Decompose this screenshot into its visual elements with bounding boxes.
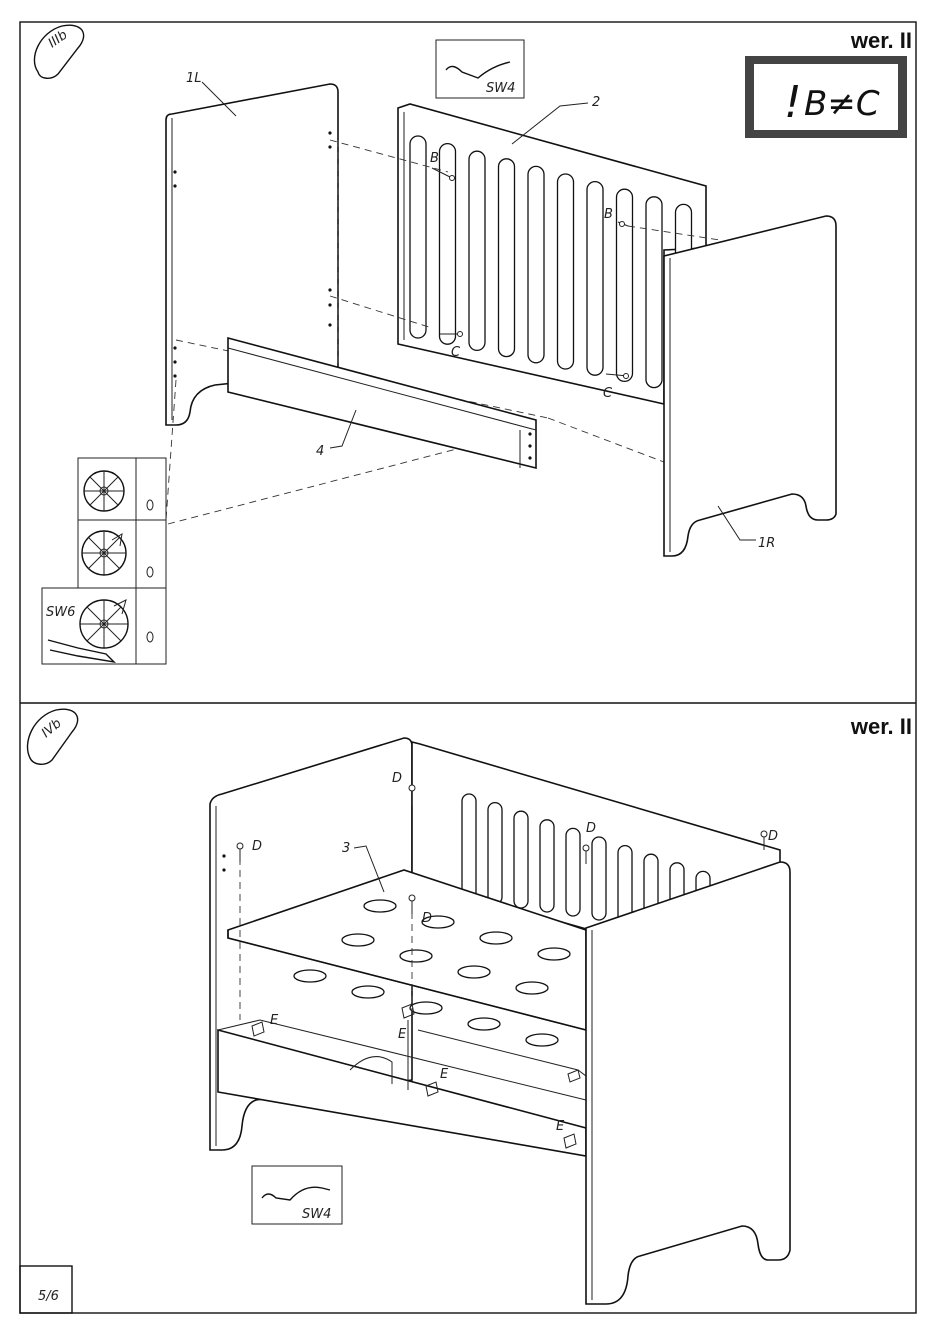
fastener-label-c2: C: [603, 386, 613, 401]
tool-box-top: SW4: [436, 40, 524, 98]
cam-lock-detail: SW6: [42, 458, 166, 664]
slat-opening: [617, 189, 633, 381]
slat-opening: [566, 828, 580, 916]
base-opening: [516, 982, 548, 994]
slat-opening: [646, 197, 662, 388]
warning-text: B≠C: [804, 84, 880, 124]
right-end-panel: [664, 216, 836, 556]
slat-opening: [488, 803, 502, 904]
tool-box-bottom: SW4: [252, 1166, 342, 1224]
base-opening: [526, 1034, 558, 1046]
version-label: wer. II: [850, 714, 912, 739]
part-label-rail: 4: [316, 444, 324, 459]
slat-opening: [440, 144, 456, 345]
part-label-right-end: 1R: [758, 536, 775, 551]
slat-opening: [540, 820, 554, 912]
part-label-base: 3: [342, 841, 350, 856]
step-label: IVb: [39, 716, 65, 741]
base-opening: [352, 986, 384, 998]
slat-opening: [499, 159, 515, 357]
tool-label: SW4: [486, 81, 515, 96]
base-opening: [400, 950, 432, 962]
base-opening: [294, 970, 326, 982]
warning-mark: !: [784, 77, 802, 128]
fastener-label-d1: D: [252, 839, 262, 854]
fastener-label-e4: E: [556, 1119, 565, 1134]
slat-opening: [462, 794, 476, 900]
cam-lock-icon: [84, 471, 153, 511]
base-opening: [480, 932, 512, 944]
hex-key-icon: [262, 1187, 330, 1200]
base-opening: [538, 948, 570, 960]
fastener-label-d2: D: [392, 771, 402, 786]
version-label: wer. II: [850, 28, 912, 53]
fastener-label-e1: E: [270, 1013, 279, 1028]
step-badge-bottom: IVb: [28, 709, 78, 764]
part-label-left-end: 1L: [186, 71, 202, 86]
base-opening: [458, 966, 490, 978]
slat-opening: [592, 837, 606, 920]
cam-tool-label: SW6: [46, 605, 75, 620]
fastener-label-e2: E: [398, 1027, 407, 1042]
page-number: 5/6: [38, 1289, 59, 1304]
slat-opening: [587, 182, 603, 376]
base-opening: [342, 934, 374, 946]
tool-label: SW4: [302, 1207, 331, 1222]
fastener-label-e3: E: [440, 1067, 449, 1082]
warning-box: ! B≠C: [745, 56, 907, 138]
fastener-label-d5: D: [422, 911, 432, 926]
slat-opening: [558, 174, 574, 369]
crib-right-end: [586, 862, 790, 1304]
fastener-label-d3: D: [586, 821, 596, 836]
fastener-label-b2: B: [604, 207, 613, 222]
slat-opening: [410, 136, 426, 338]
base-opening: [468, 1018, 500, 1030]
part-label-back: 2: [592, 95, 600, 110]
step-top: IIIb wer. II ! B≠C SW4 1L: [34, 25, 912, 664]
slat-opening: [469, 151, 485, 350]
base-opening: [410, 1002, 442, 1014]
fastener-label-c1: C: [451, 345, 461, 360]
base-opening: [364, 900, 396, 912]
cam-lock-icon: [80, 600, 153, 648]
fastener-label-b1: B: [430, 151, 439, 166]
slat-opening: [528, 166, 544, 362]
cam-lock-icon: [82, 531, 153, 577]
hex-key-icon: [446, 62, 510, 78]
step-badge-top: IIIb: [34, 25, 83, 78]
page-number-box: 5/6: [20, 1266, 72, 1313]
step-bottom: IVb wer. II 3: [28, 709, 912, 1304]
fastener-label-d4: D: [768, 829, 778, 844]
back-side-panel: [398, 104, 706, 404]
slat-opening: [514, 811, 528, 908]
